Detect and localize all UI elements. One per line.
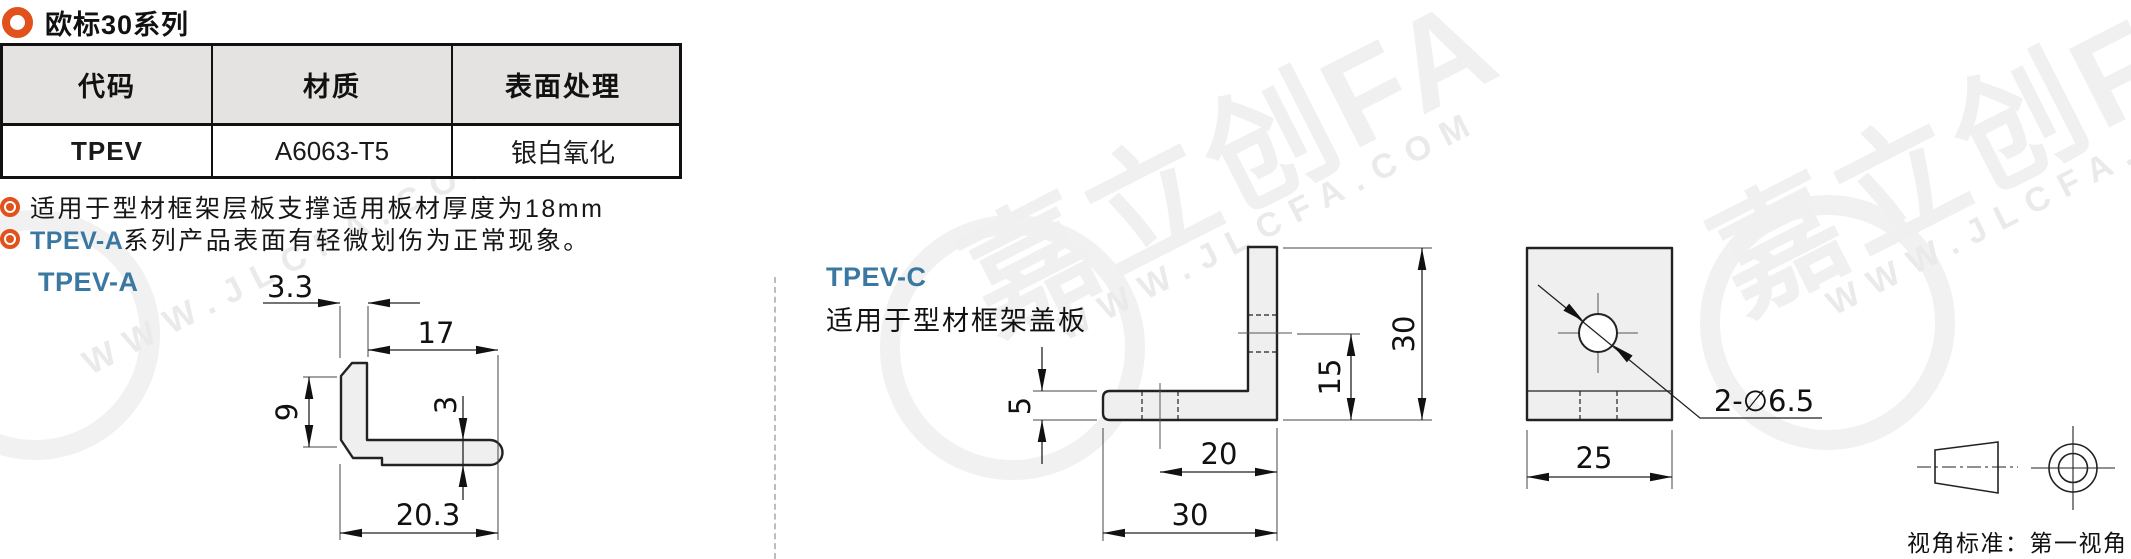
tpev-a-profile-shape [339, 361, 504, 467]
note-text: 适用于型材框架层板支撑适用板材厚度为18mm [30, 195, 605, 223]
dim-15: 15 [1313, 359, 1347, 396]
dim-3-3: 3.3 [267, 270, 313, 304]
dim-9: 9 [270, 403, 304, 421]
dim-20: 20 [1201, 437, 1238, 471]
first-angle-projection-icon [1917, 426, 2115, 510]
note-bullet-icon [0, 197, 20, 217]
table-header-row: 代码 材质 表面处理 [3, 46, 679, 126]
dim-20-3: 20.3 [396, 498, 461, 532]
dim-3: 3 [429, 396, 463, 414]
table-row: TPEV A6063-T5 银白氧化 [3, 126, 679, 176]
tpev-c-l-shape [1101, 245, 1279, 422]
hole-circle [1578, 313, 1618, 353]
tpev-a-label: TPEV-A [38, 267, 139, 297]
spec-table: 代码 材质 表面处理 TPEV A6063-T5 银白氧化 [0, 43, 682, 179]
tpev-c-front-view: 5 20 30 15 30 [1003, 245, 1432, 541]
watermark-url: WWW.JLCFA.COM [1820, 76, 2131, 323]
note-line: TPEV-A系列产品表面有轻微划伤为正常现象。 [0, 221, 591, 257]
tpev-c-side-view: 2-∅6.5 25 [1525, 246, 1822, 489]
section-ring-icon [2, 7, 33, 38]
note-series-code: TPEV-A [30, 227, 124, 255]
dim-25: 25 [1576, 441, 1613, 475]
page-title: 欧标30系列 [45, 10, 190, 40]
tpev-c-label: TPEV-C [826, 262, 927, 292]
dim-30-height: 30 [1387, 316, 1421, 353]
note-bullet-icon [0, 229, 20, 249]
tpev-a-drawing: 3.3 17 9 3 20.3 [263, 270, 504, 540]
dim-30-width: 30 [1172, 498, 1209, 532]
cell-finish: 银白氧化 [451, 126, 673, 176]
table-header-material: 材质 [211, 46, 451, 123]
dim-17: 17 [418, 316, 455, 350]
table-header-finish: 表面处理 [451, 46, 673, 123]
note-line: 适用于型材框架层板支撑适用板材厚度为18mm [0, 189, 604, 225]
dim-5: 5 [1003, 397, 1037, 415]
cell-code: TPEV [71, 135, 143, 166]
table-header-code: 代码 [78, 72, 136, 102]
page-header: 欧标30系列 [2, 3, 189, 42]
hole-callout: 2-∅6.5 [1714, 384, 1814, 418]
note-text: 系列产品表面有轻微划伤为正常现象。 [123, 227, 591, 255]
cell-material: A6063-T5 [211, 126, 451, 176]
tpev-c-subtitle: 适用于型材框架盖板 [826, 306, 1087, 336]
section-divider [774, 277, 776, 559]
view-standard-caption: 视角标准：第一视角 [1907, 530, 2128, 556]
